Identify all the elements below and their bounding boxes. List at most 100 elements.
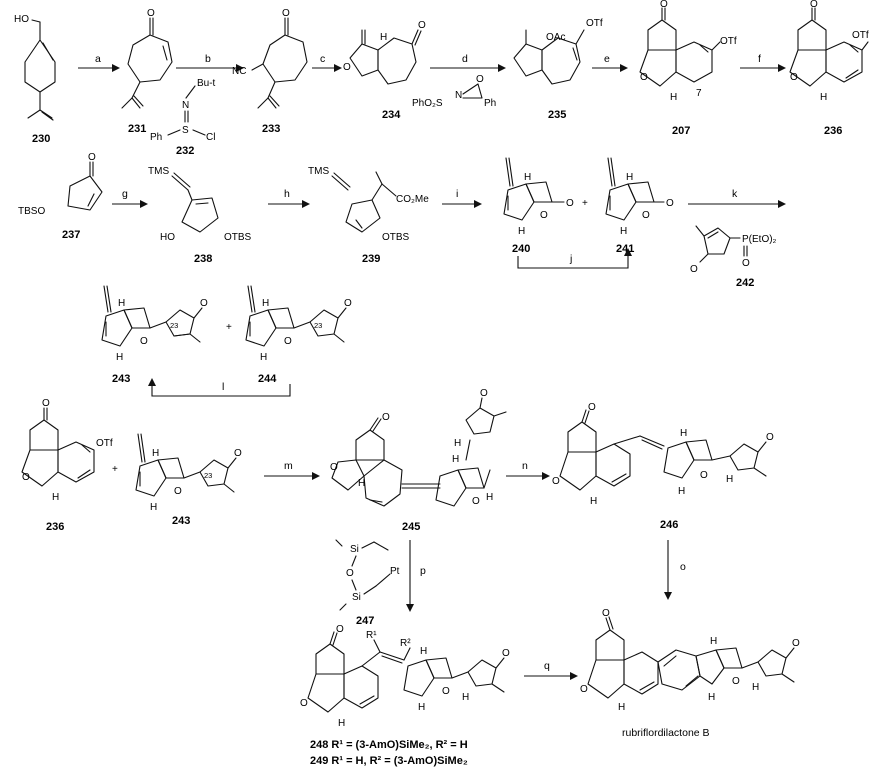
label-butyl: Bu-t bbox=[197, 78, 216, 89]
label-o-207: O bbox=[660, 0, 668, 10]
label-o-248a: O bbox=[336, 624, 344, 635]
compound-label-244: 244 bbox=[258, 373, 277, 385]
label-pt: Pt bbox=[390, 566, 400, 577]
structure-243: O 23 H H O 243 bbox=[101, 285, 208, 385]
structure-238: TMS HO OTBS 238 bbox=[148, 166, 252, 265]
label-oxaziridine: PhO₂S bbox=[412, 98, 443, 109]
label-h-248b: H bbox=[420, 646, 427, 657]
label-ph-232: Ph bbox=[150, 132, 162, 143]
label-23-243: 23 bbox=[170, 321, 178, 330]
label-h-246d: H bbox=[726, 474, 733, 485]
step-label-h: h bbox=[284, 188, 290, 200]
step-label-p: p bbox=[420, 565, 426, 577]
label-otf-236: OTf bbox=[852, 30, 869, 41]
label-h-240b: H bbox=[518, 226, 525, 237]
label-7: 7 bbox=[696, 88, 702, 99]
label-otf-207: OTf bbox=[720, 36, 737, 47]
arrow-step-a: a bbox=[78, 53, 120, 72]
label-o-245b: O bbox=[480, 388, 488, 399]
label-o-242: O bbox=[690, 264, 698, 275]
structure-243-repeat: O 23 H H O 243 bbox=[135, 433, 242, 527]
label-tms-239: TMS bbox=[308, 166, 329, 177]
label-si-247b: Si bbox=[352, 592, 361, 603]
structure-234: O H O 234 bbox=[343, 20, 426, 121]
label-h-245a: H bbox=[358, 478, 365, 489]
label-h-234: H bbox=[380, 32, 387, 43]
label-23-244: 23 bbox=[314, 321, 322, 330]
label-h-246a: H bbox=[590, 496, 597, 507]
label-cl-232: Cl bbox=[206, 132, 215, 143]
label-otbs-239: OTBS bbox=[382, 232, 410, 243]
step-label-l: l bbox=[222, 381, 224, 393]
label-h-241b: H bbox=[620, 226, 627, 237]
product-name: rubriflordilactone B bbox=[622, 727, 710, 739]
label-oac: OAc bbox=[546, 32, 565, 43]
label-o-prod-b: O bbox=[792, 638, 800, 649]
arrow-step-g: g bbox=[112, 188, 148, 208]
label-o-242b: O bbox=[742, 258, 750, 269]
label-o-240: O bbox=[566, 198, 574, 209]
structure-246: O O H O O H H H 246 bbox=[552, 402, 774, 531]
note-248: 248 R¹ = (3-AmO)SiMe₂, R² = H bbox=[310, 739, 468, 751]
label-h-246b: H bbox=[680, 428, 687, 439]
step-label-e: e bbox=[604, 53, 610, 65]
label-o-ring-236: O bbox=[790, 72, 798, 83]
step-label-i: i bbox=[456, 188, 458, 200]
structure-247: Si O Si Pt 247 bbox=[335, 539, 400, 627]
label-o-243b: O bbox=[234, 448, 242, 459]
step-label-o: o bbox=[680, 561, 686, 573]
structure-235: OTf OAc 235 bbox=[513, 18, 603, 121]
label-n-232: N bbox=[182, 100, 189, 111]
step-label-n: n bbox=[522, 460, 528, 472]
label-ho-238: HO bbox=[160, 232, 175, 243]
step-label-k: k bbox=[732, 188, 738, 200]
label-o-231: O bbox=[147, 8, 155, 19]
label-n-oxaz: N bbox=[455, 90, 462, 101]
structure-rubriflordilactone-b: O O H O O H H H rubriflordilactone B bbox=[580, 608, 800, 739]
arrow-step-p: p bbox=[406, 540, 426, 612]
structure-245: O O H O H H O H 245 bbox=[330, 388, 507, 533]
label-h-prod-b: H bbox=[710, 636, 717, 647]
label-otbs-238: OTBS bbox=[224, 232, 252, 243]
plus-sign-1: + bbox=[582, 198, 588, 209]
label-nc: NC bbox=[232, 66, 246, 77]
label-h-243b: H bbox=[116, 352, 123, 363]
label-o-245a: O bbox=[382, 412, 390, 423]
structure-207: O OTf O 7 H 207 bbox=[639, 0, 737, 137]
label-h-240a: H bbox=[524, 172, 531, 183]
label-h-243c: H bbox=[152, 448, 159, 459]
compound-label-236-repeat: 236 bbox=[46, 521, 64, 533]
structure-230: HO 230 bbox=[14, 14, 56, 145]
label-h-245b: H bbox=[452, 454, 459, 465]
label-o-ring-246b: O bbox=[700, 470, 708, 481]
label-o-248b: O bbox=[502, 648, 510, 659]
label-tbso-237: TBSO bbox=[18, 206, 45, 217]
arrow-step-h: h bbox=[268, 188, 310, 208]
label-o-ring-245: O bbox=[330, 462, 338, 473]
label-h-prod-d: H bbox=[752, 682, 759, 693]
plus-sign-3: + bbox=[112, 464, 118, 475]
arrow-step-i: i bbox=[442, 188, 482, 208]
compound-label-234: 234 bbox=[382, 109, 401, 121]
step-label-m: m bbox=[284, 460, 293, 472]
label-o-247: O bbox=[346, 568, 354, 579]
label-h-245c: H bbox=[486, 492, 493, 503]
label-o-243: O bbox=[200, 298, 208, 309]
label-h-236b: H bbox=[52, 492, 59, 503]
structure-233: O NC 233 bbox=[232, 8, 308, 135]
label-o-234: O bbox=[418, 20, 426, 31]
arrow-step-l: l bbox=[148, 378, 291, 397]
compound-label-243-repeat: 243 bbox=[172, 515, 190, 527]
label-o-ring-244: O bbox=[284, 336, 292, 347]
label-co2me: CO₂Me bbox=[396, 194, 429, 205]
label-o-ring-248b: O bbox=[442, 686, 450, 697]
label-o-246a: O bbox=[588, 402, 596, 413]
structure-241: H H O O 241 bbox=[605, 157, 674, 255]
step-label-j: j bbox=[569, 253, 572, 265]
compound-label-245: 245 bbox=[402, 521, 420, 533]
label-h-243d: H bbox=[150, 502, 157, 513]
label-o-ring-245b: O bbox=[472, 496, 480, 507]
structure-244: O 23 H H O 244 bbox=[245, 285, 352, 385]
compound-label-231: 231 bbox=[128, 123, 146, 135]
